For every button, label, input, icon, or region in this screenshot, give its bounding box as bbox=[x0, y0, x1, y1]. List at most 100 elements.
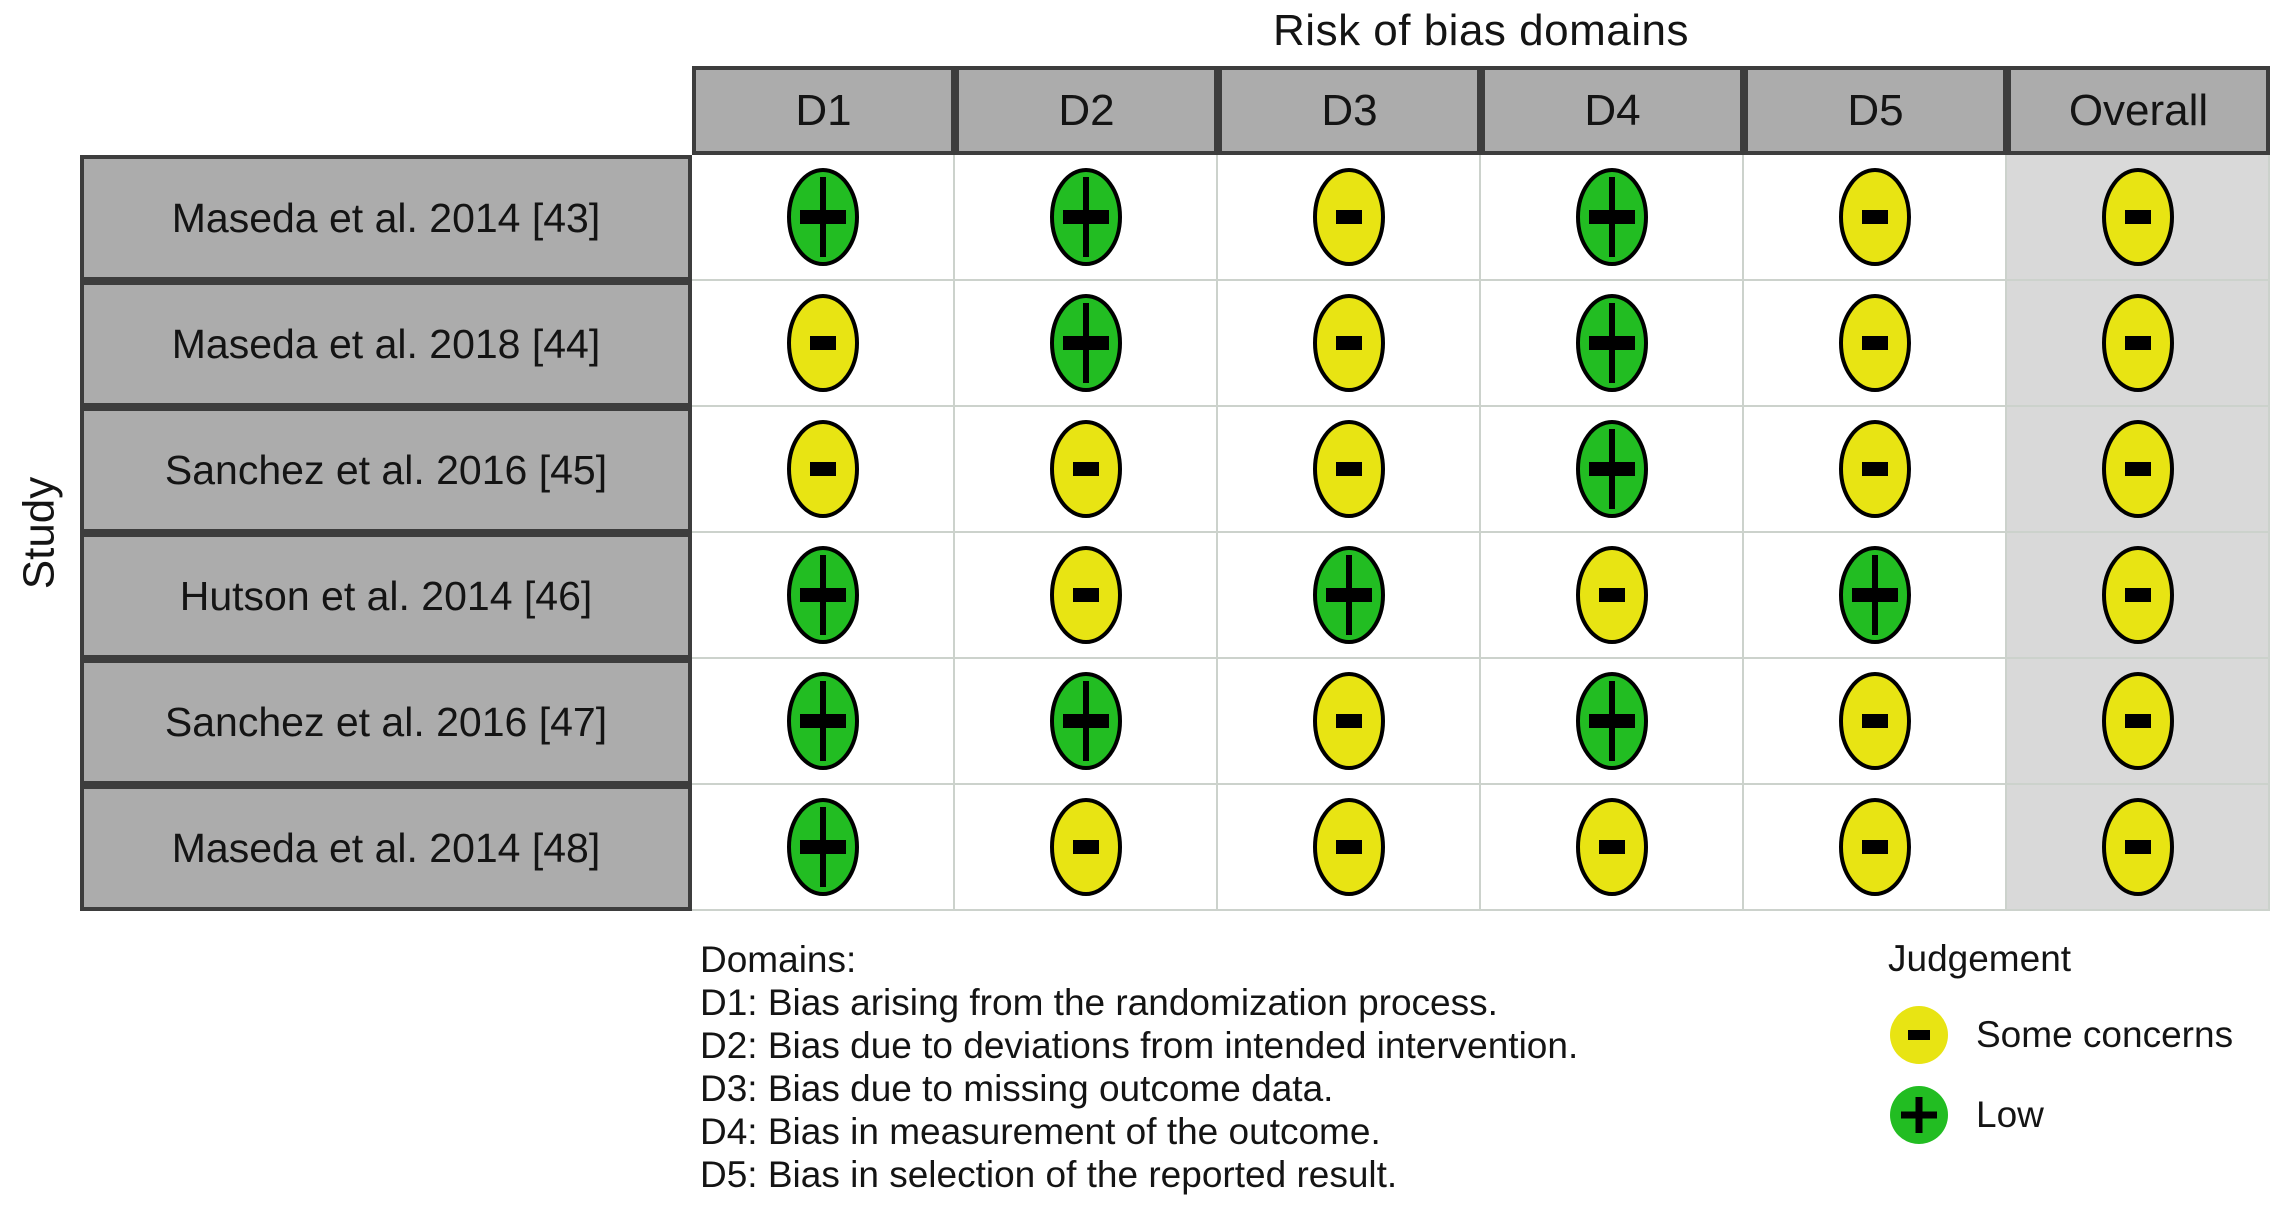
judgement-low-icon bbox=[1575, 672, 1648, 770]
figure-title: Risk of bias domains bbox=[1273, 6, 1689, 55]
judgement-some-concerns-icon bbox=[1312, 672, 1385, 770]
judgement-some-concerns-icon bbox=[1575, 798, 1648, 896]
judgement-low-icon bbox=[786, 798, 859, 896]
study-label: Hutson et al. 2014 [46] bbox=[80, 533, 692, 659]
judgement-cell bbox=[2007, 155, 2270, 281]
footnote-line: D4: Bias in measurement of the outcome. bbox=[700, 1111, 1381, 1152]
judgement-cell bbox=[955, 785, 1218, 911]
judgement-some-concerns-icon bbox=[1049, 546, 1122, 644]
column-header-d1: D1 bbox=[692, 66, 955, 155]
footnote-line: D2: Bias due to deviations from intended… bbox=[700, 1025, 1579, 1066]
column-header-d4: D4 bbox=[1481, 66, 1744, 155]
legend-title: Judgement bbox=[1888, 938, 2072, 979]
judgement-cell bbox=[1481, 155, 1744, 281]
judgement-some-concerns-icon bbox=[1312, 798, 1385, 896]
table-corner-spacer bbox=[80, 66, 692, 155]
judgement-low-icon bbox=[786, 546, 859, 644]
legend-some-concerns-icon bbox=[1890, 1006, 1948, 1064]
judgement-cell bbox=[1218, 155, 1481, 281]
judgement-some-concerns-icon bbox=[1838, 798, 1911, 896]
judgement-cell bbox=[1744, 533, 2007, 659]
legend-low-icon bbox=[1890, 1086, 1948, 1144]
legend-item-label: Some concerns bbox=[1976, 1014, 2234, 1055]
judgement-cell bbox=[692, 155, 955, 281]
judgement-some-concerns-icon bbox=[1312, 294, 1385, 392]
judgement-low-icon bbox=[1049, 294, 1122, 392]
judgement-some-concerns-icon bbox=[1312, 168, 1385, 266]
footnote-line: D3: Bias due to missing outcome data. bbox=[700, 1068, 1334, 1109]
judgement-low-icon bbox=[1575, 168, 1648, 266]
judgement-low-icon bbox=[786, 168, 859, 266]
judgement-cell bbox=[955, 407, 1218, 533]
study-label: Maseda et al. 2014 [43] bbox=[80, 155, 692, 281]
judgement-cell bbox=[955, 659, 1218, 785]
judgement-cell bbox=[692, 281, 955, 407]
footnote-line: D1: Bias arising from the randomization … bbox=[700, 982, 1498, 1023]
judgement-cell bbox=[1481, 407, 1744, 533]
study-label: Sanchez et al. 2016 [47] bbox=[80, 659, 692, 785]
footnote-line: D5: Bias in selection of the reported re… bbox=[700, 1154, 1398, 1195]
judgement-some-concerns-icon bbox=[1838, 294, 1911, 392]
judgement-cell bbox=[1744, 659, 2007, 785]
judgement-cell bbox=[2007, 533, 2270, 659]
judgement-some-concerns-icon bbox=[1575, 546, 1648, 644]
judgement-cell bbox=[1481, 659, 1744, 785]
y-axis: Study bbox=[0, 155, 78, 911]
judgement-some-concerns-icon bbox=[2101, 294, 2174, 392]
domain-footnotes: Domains: D1: Bias arising from the rando… bbox=[700, 938, 1578, 1196]
judgement-low-icon bbox=[1049, 168, 1122, 266]
judgement-some-concerns-icon bbox=[786, 294, 859, 392]
judgement-some-concerns-icon bbox=[786, 420, 859, 518]
judgement-cell bbox=[1744, 281, 2007, 407]
judgement-some-concerns-icon bbox=[2101, 420, 2174, 518]
legend-item-some-concerns: Some concerns bbox=[1888, 1004, 2233, 1066]
judgement-some-concerns-icon bbox=[1312, 420, 1385, 518]
judgement-some-concerns-icon bbox=[1838, 672, 1911, 770]
judgement-cell bbox=[1744, 407, 2007, 533]
judgement-cell bbox=[955, 155, 1218, 281]
judgement-some-concerns-icon bbox=[2101, 672, 2174, 770]
judgement-some-concerns-icon bbox=[2101, 798, 2174, 896]
judgement-cell bbox=[1218, 281, 1481, 407]
judgement-low-icon bbox=[1049, 672, 1122, 770]
judgement-low-icon bbox=[1575, 294, 1648, 392]
judgement-low-icon bbox=[1575, 420, 1648, 518]
judgement-cell bbox=[1481, 785, 1744, 911]
judgement-cell bbox=[1218, 785, 1481, 911]
legend-item-label: Low bbox=[1976, 1094, 2044, 1135]
judgement-some-concerns-icon bbox=[1049, 420, 1122, 518]
footnote-heading: Domains: bbox=[700, 939, 857, 980]
judgement-cell bbox=[2007, 785, 2270, 911]
study-label: Maseda et al. 2014 [48] bbox=[80, 785, 692, 911]
judgement-some-concerns-icon bbox=[2101, 546, 2174, 644]
judgement-cell bbox=[1481, 281, 1744, 407]
judgement-low-icon bbox=[1312, 546, 1385, 644]
column-header-d5: D5 bbox=[1744, 66, 2007, 155]
judgement-some-concerns-icon bbox=[1049, 798, 1122, 896]
judgement-cell bbox=[1744, 155, 2007, 281]
study-label: Maseda et al. 2018 [44] bbox=[80, 281, 692, 407]
judgement-cell bbox=[692, 659, 955, 785]
judgement-cell bbox=[2007, 281, 2270, 407]
judgement-cell bbox=[955, 281, 1218, 407]
legend-item-low: Low bbox=[1888, 1084, 2233, 1146]
judgement-some-concerns-icon bbox=[1838, 420, 1911, 518]
judgement-cell bbox=[692, 533, 955, 659]
column-header-overall: Overall bbox=[2007, 66, 2270, 155]
judgement-low-icon bbox=[1838, 546, 1911, 644]
column-header-d2: D2 bbox=[955, 66, 1218, 155]
judgement-cell bbox=[1218, 659, 1481, 785]
judgement-cell bbox=[2007, 407, 2270, 533]
judgement-low-icon bbox=[786, 672, 859, 770]
judgement-cell bbox=[1218, 533, 1481, 659]
judgement-cell bbox=[955, 533, 1218, 659]
y-axis-label: Study bbox=[14, 476, 64, 590]
judgement-cell bbox=[692, 785, 955, 911]
judgement-some-concerns-icon bbox=[2101, 168, 2174, 266]
study-label: Sanchez et al. 2016 [45] bbox=[80, 407, 692, 533]
judgement-some-concerns-icon bbox=[1838, 168, 1911, 266]
